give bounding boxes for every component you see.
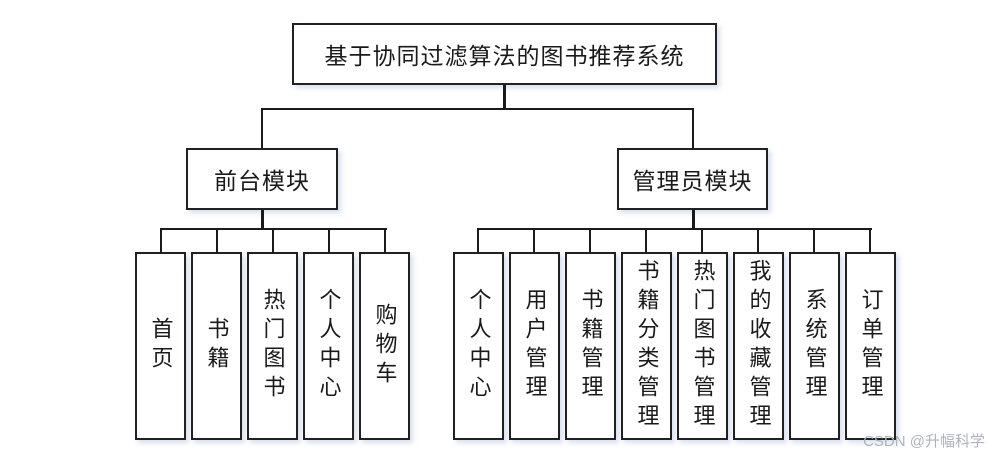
leaf-node-shopping-cart: 购物车 [359,252,410,440]
leaf-node-order-management: 订单管理 [845,252,896,440]
leaf-label: 书籍分类管理 [634,259,660,433]
leaf-node-popular-book-management: 热门图书管理 [677,252,728,440]
connector-front-leaf-stub [384,228,386,252]
admin-module-node: 管理员模块 [617,148,768,210]
root-node: 基于协同过滤算法的图书推荐系统 [292,23,717,85]
leaf-label: 系统管理 [802,288,828,404]
connector-front-leaf-stub [160,228,162,252]
connector-admin-leaf-stub [757,228,759,252]
connector-front-leaf-stub [272,228,274,252]
leaf-label: 订单管理 [858,288,884,404]
connector-admin-leaf-stub [869,228,871,252]
connector-front-stem [261,210,264,229]
connector-front-drop [261,108,263,148]
connector-admin-horizontal [477,228,872,230]
leaf-label: 我的收藏管理 [746,259,772,433]
leaf-node-personal-center: 个人中心 [303,252,354,440]
connector-admin-leaf-stub [533,228,535,252]
front-module-node: 前台模块 [186,148,338,210]
leaf-node-book-management: 书籍管理 [565,252,616,440]
leaf-node-admin-personal-center: 个人中心 [453,252,504,440]
leaf-label: 个人中心 [466,288,492,404]
connector-front-leaf-stub [216,228,218,252]
connector-admin-stem [692,210,695,229]
connector-admin-leaf-stub [645,228,647,252]
connector-admin-leaf-stub [477,228,479,252]
leaf-label: 书籍管理 [578,288,604,404]
csdn-watermark: CSDN @升幅科学 [863,433,985,450]
connector-admin-leaf-stub [813,228,815,252]
leaf-node-book-category-management: 书籍分类管理 [621,252,672,440]
connector-level1-horizontal [261,108,694,110]
leaf-label: 首页 [148,317,174,375]
root-node-label: 基于协同过滤算法的图书推荐系统 [324,44,685,69]
leaf-node-popular-books: 热门图书 [247,252,298,440]
leaf-label: 个人中心 [316,288,342,404]
leaf-label: 热门图书 [260,288,286,404]
leaf-node-favorites-management: 我的收藏管理 [733,252,784,440]
leaf-label: 书籍 [204,317,230,375]
leaf-node-books: 书籍 [191,252,242,440]
leaf-node-user-management: 用户管理 [509,252,560,440]
connector-root-drop [503,85,506,109]
leaf-label: 用户管理 [522,288,548,404]
leaf-label: 热门图书管理 [690,259,716,433]
front-module-label: 前台模块 [214,169,310,194]
leaf-node-home: 首页 [135,252,186,440]
leaf-label: 购物车 [372,302,398,390]
connector-admin-drop [692,108,694,148]
admin-module-label: 管理员模块 [632,169,753,194]
leaf-node-system-management: 系统管理 [789,252,840,440]
connector-admin-leaf-stub [701,228,703,252]
connector-admin-leaf-stub [589,228,591,252]
connector-front-leaf-stub [328,228,330,252]
